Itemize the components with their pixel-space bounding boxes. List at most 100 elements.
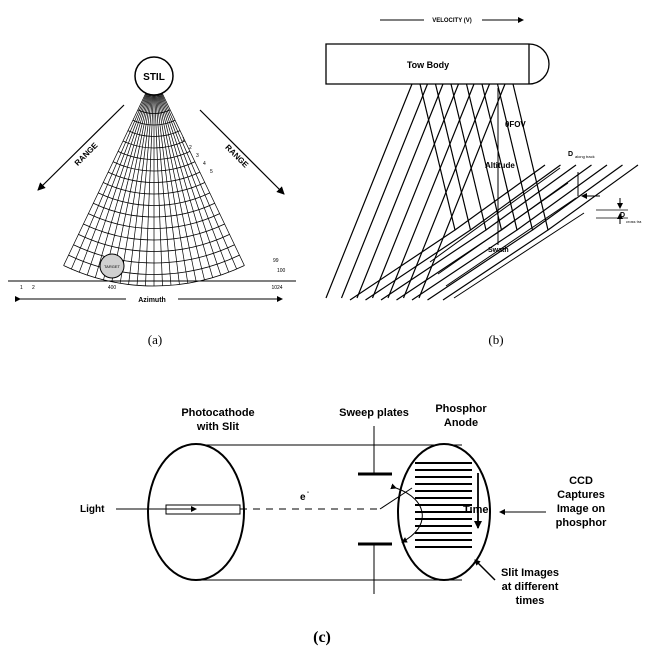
fan-range-arc <box>93 202 215 218</box>
swath-track-line <box>429 167 561 263</box>
sweep-arc <box>390 483 423 543</box>
fan-beam-line <box>153 75 214 278</box>
beam-footprint <box>402 83 534 301</box>
sonar-fan-grid <box>8 75 296 287</box>
tow-body <box>325 43 550 85</box>
caption-c: (c) <box>313 629 331 646</box>
along-track-sub: along track <box>575 154 595 159</box>
cross-track-sub: cross tra <box>626 219 642 224</box>
fan-beam-line <box>71 75 155 270</box>
fan-beam-line <box>153 75 205 280</box>
fan-range-arc <box>122 140 186 149</box>
fan-range-arc <box>103 182 205 195</box>
range-arrow-left <box>37 104 125 191</box>
fan-beam-line <box>153 75 237 270</box>
slit-image-lines <box>415 462 472 548</box>
panel-a: STIL RANGE RANGE TARGET 1 2 400 1024 1 2… <box>8 56 296 347</box>
fan-range-arc <box>137 109 171 114</box>
fan-beam-line <box>103 75 155 280</box>
swath-track-line <box>453 212 585 299</box>
beam-label-mid: 400 <box>108 285 117 291</box>
fan-range-arc <box>107 171 201 183</box>
slit-images-arrow <box>474 559 496 581</box>
fan-beam-line <box>153 75 163 286</box>
time-label: Time <box>463 504 488 516</box>
beam-footprint <box>325 83 456 301</box>
fan-beam-line <box>153 75 197 282</box>
range-tick-1: 1 <box>182 137 185 143</box>
fov-label: θFOV <box>505 120 526 129</box>
fan-beam-line <box>63 75 155 266</box>
slit-images-label-3: times <box>516 595 545 607</box>
fan-beam-line <box>153 75 222 276</box>
fan-range-arc <box>68 254 240 275</box>
fan-beam-line <box>153 75 172 286</box>
ccd-label-2: Captures <box>557 489 605 501</box>
ccd-label-1: CCD <box>569 475 593 487</box>
fan-beam-line <box>86 75 155 276</box>
fan-range-arc <box>78 234 230 252</box>
beam-footprint <box>356 83 487 301</box>
fan-range-arc <box>112 161 196 172</box>
beam-footprint <box>371 83 503 301</box>
range-tick-3: 3 <box>196 153 199 159</box>
beam-label-end: 1024 <box>271 285 282 291</box>
ccd-label-4: phosphor <box>556 517 607 529</box>
slit-images-label-2: at different <box>502 581 559 593</box>
light-label: Light <box>80 504 105 515</box>
source-label: STIL <box>143 72 165 83</box>
fan-range-arc <box>73 244 235 264</box>
sidescan-beams <box>325 83 639 301</box>
beam-footprint <box>340 83 472 301</box>
panel-b: VELOCITY (V) Tow Body θFOV Altitude Swat… <box>325 17 642 347</box>
fan-beam-line <box>153 75 180 285</box>
slit-images-label-1: Slit Images <box>501 567 559 579</box>
panel-c: Light e - Sweep plates Time Photocathode… <box>80 403 607 646</box>
beam-label-start: 1 <box>20 285 23 291</box>
swath-label: Swath <box>488 247 509 254</box>
fan-range-arc <box>132 119 176 126</box>
caption-b: (b) <box>488 332 503 347</box>
phosphor-label-2: Anode <box>444 417 478 429</box>
fan-range-arc <box>63 265 245 287</box>
caption-a: (a) <box>148 332 162 347</box>
range-tick-5: 5 <box>210 169 213 175</box>
swath-track-line <box>437 182 569 275</box>
fan-range-arc <box>88 213 220 229</box>
beam-far-edge <box>470 164 561 231</box>
fan-beam-line <box>119 75 155 284</box>
range-tick-4: 4 <box>203 161 206 167</box>
photocathode-label-2: with Slit <box>196 421 240 433</box>
phosphor-label-1: Phosphor <box>435 403 487 415</box>
range-tick-2: 2 <box>189 145 192 151</box>
ccd-label-3: Image on <box>557 503 606 515</box>
cross-track-label: D <box>620 212 625 219</box>
sweep-plates-label: Sweep plates <box>339 407 409 419</box>
fan-beam-line <box>111 75 155 282</box>
fan-range-arc <box>117 151 191 160</box>
velocity-label: VELOCITY (V) <box>432 18 472 24</box>
fan-beam-line <box>136 75 155 286</box>
along-track-label: D <box>568 151 573 158</box>
fan-beam-line <box>153 75 245 266</box>
source-circle <box>134 56 174 96</box>
beam-label-second: 2 <box>32 285 35 291</box>
beam-footprint <box>418 83 549 301</box>
fan-beam-line <box>145 75 155 286</box>
target-marker <box>99 253 125 279</box>
swath-track-line <box>445 197 577 287</box>
fan-range-arc <box>83 223 225 241</box>
beam-far-edge <box>516 164 608 231</box>
range-label-left: RANGE <box>73 140 100 167</box>
photocathode-label-1: Photocathode <box>181 407 254 419</box>
azimuth-label: Azimuth <box>138 297 166 304</box>
fan-beam-line <box>153 75 189 284</box>
fan-beam-line <box>78 75 155 273</box>
tow-body-label: Tow Body <box>407 60 449 70</box>
beam-far-edge <box>454 164 546 231</box>
fan-range-arc <box>98 192 210 206</box>
range-tick-100: 100 <box>277 268 286 274</box>
altitude-label: Altitude <box>485 161 515 170</box>
beam-far-edge <box>547 164 639 231</box>
